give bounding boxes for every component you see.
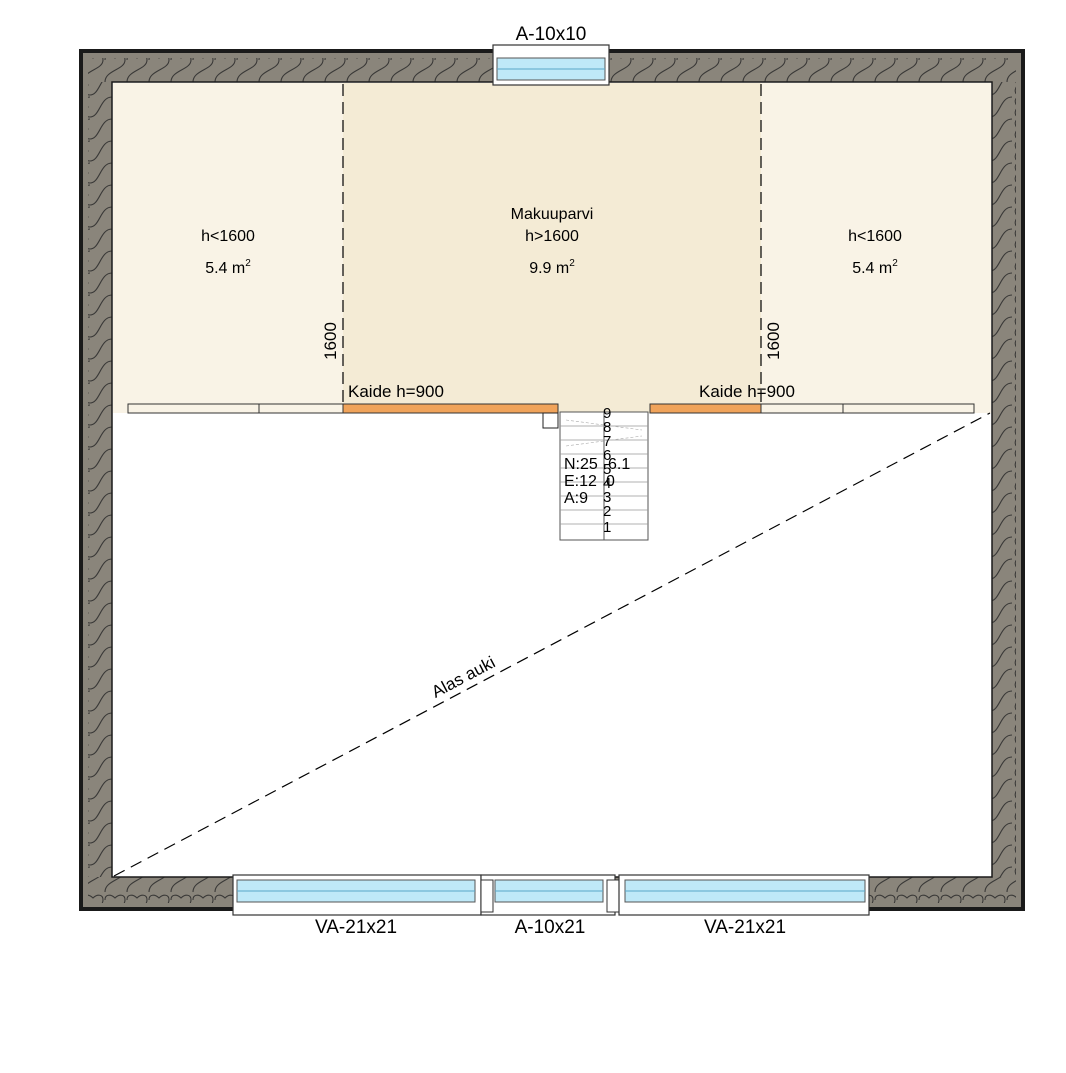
stair-rise-suffix: 6.1 — [608, 456, 630, 473]
stair-run-label: E:12 — [564, 473, 597, 490]
room-area-center: 9.9 m2 — [529, 258, 575, 277]
room-height-center: h>1600 — [525, 228, 579, 245]
window-top — [492, 44, 610, 86]
loft-zone-right — [761, 83, 991, 413]
window-bottom-left — [232, 874, 482, 916]
stair-step-number: 3 — [603, 489, 611, 506]
railing-label-left: Kaide h=900 — [348, 382, 444, 401]
loft-zone-left — [113, 83, 343, 413]
window-label-bottom-center: A-10x21 — [515, 917, 586, 938]
opening-diagonal — [113, 412, 991, 877]
stair-run-suffix: 0 — [606, 473, 615, 490]
stair-step-numbers: 9 8 7 6 5 4 3 2 1 — [603, 405, 611, 536]
window-bottom-center — [480, 874, 620, 916]
railing — [127, 403, 975, 414]
stair-step-number: 4 — [603, 475, 611, 492]
room-height-right: h<1600 — [848, 228, 902, 245]
dimension-left: 1600 — [321, 322, 340, 360]
window-bottom-right — [618, 874, 870, 916]
stair-step-number: 5 — [603, 461, 611, 478]
window-label-bottom-right: VA-21x21 — [704, 917, 786, 938]
stair-step-number: 1 — [603, 519, 611, 536]
stair-rise-label: N:25 — [564, 456, 598, 473]
stair-step-number: 6 — [603, 447, 611, 464]
stair-step-number: 2 — [603, 503, 611, 520]
stair-step-number: 9 — [603, 405, 611, 422]
room-height-left: h<1600 — [201, 228, 255, 245]
loft-zone-center — [343, 83, 761, 413]
room-area-right: 5.4 m2 — [852, 258, 898, 277]
dimension-right: 1600 — [764, 322, 783, 360]
railing-label-right: Kaide h=900 — [699, 382, 795, 401]
room-name-center: Makuuparvi — [511, 206, 594, 223]
stair-steps-label: A:9 — [564, 490, 588, 507]
room-area-left: 5.4 m2 — [205, 258, 251, 277]
stair — [542, 411, 649, 541]
window-label-bottom-left: VA-21x21 — [315, 917, 397, 938]
stair-step-number: 7 — [603, 433, 611, 450]
stair-step-number: 8 — [603, 419, 611, 436]
window-label-top: A-10x10 — [516, 24, 587, 45]
